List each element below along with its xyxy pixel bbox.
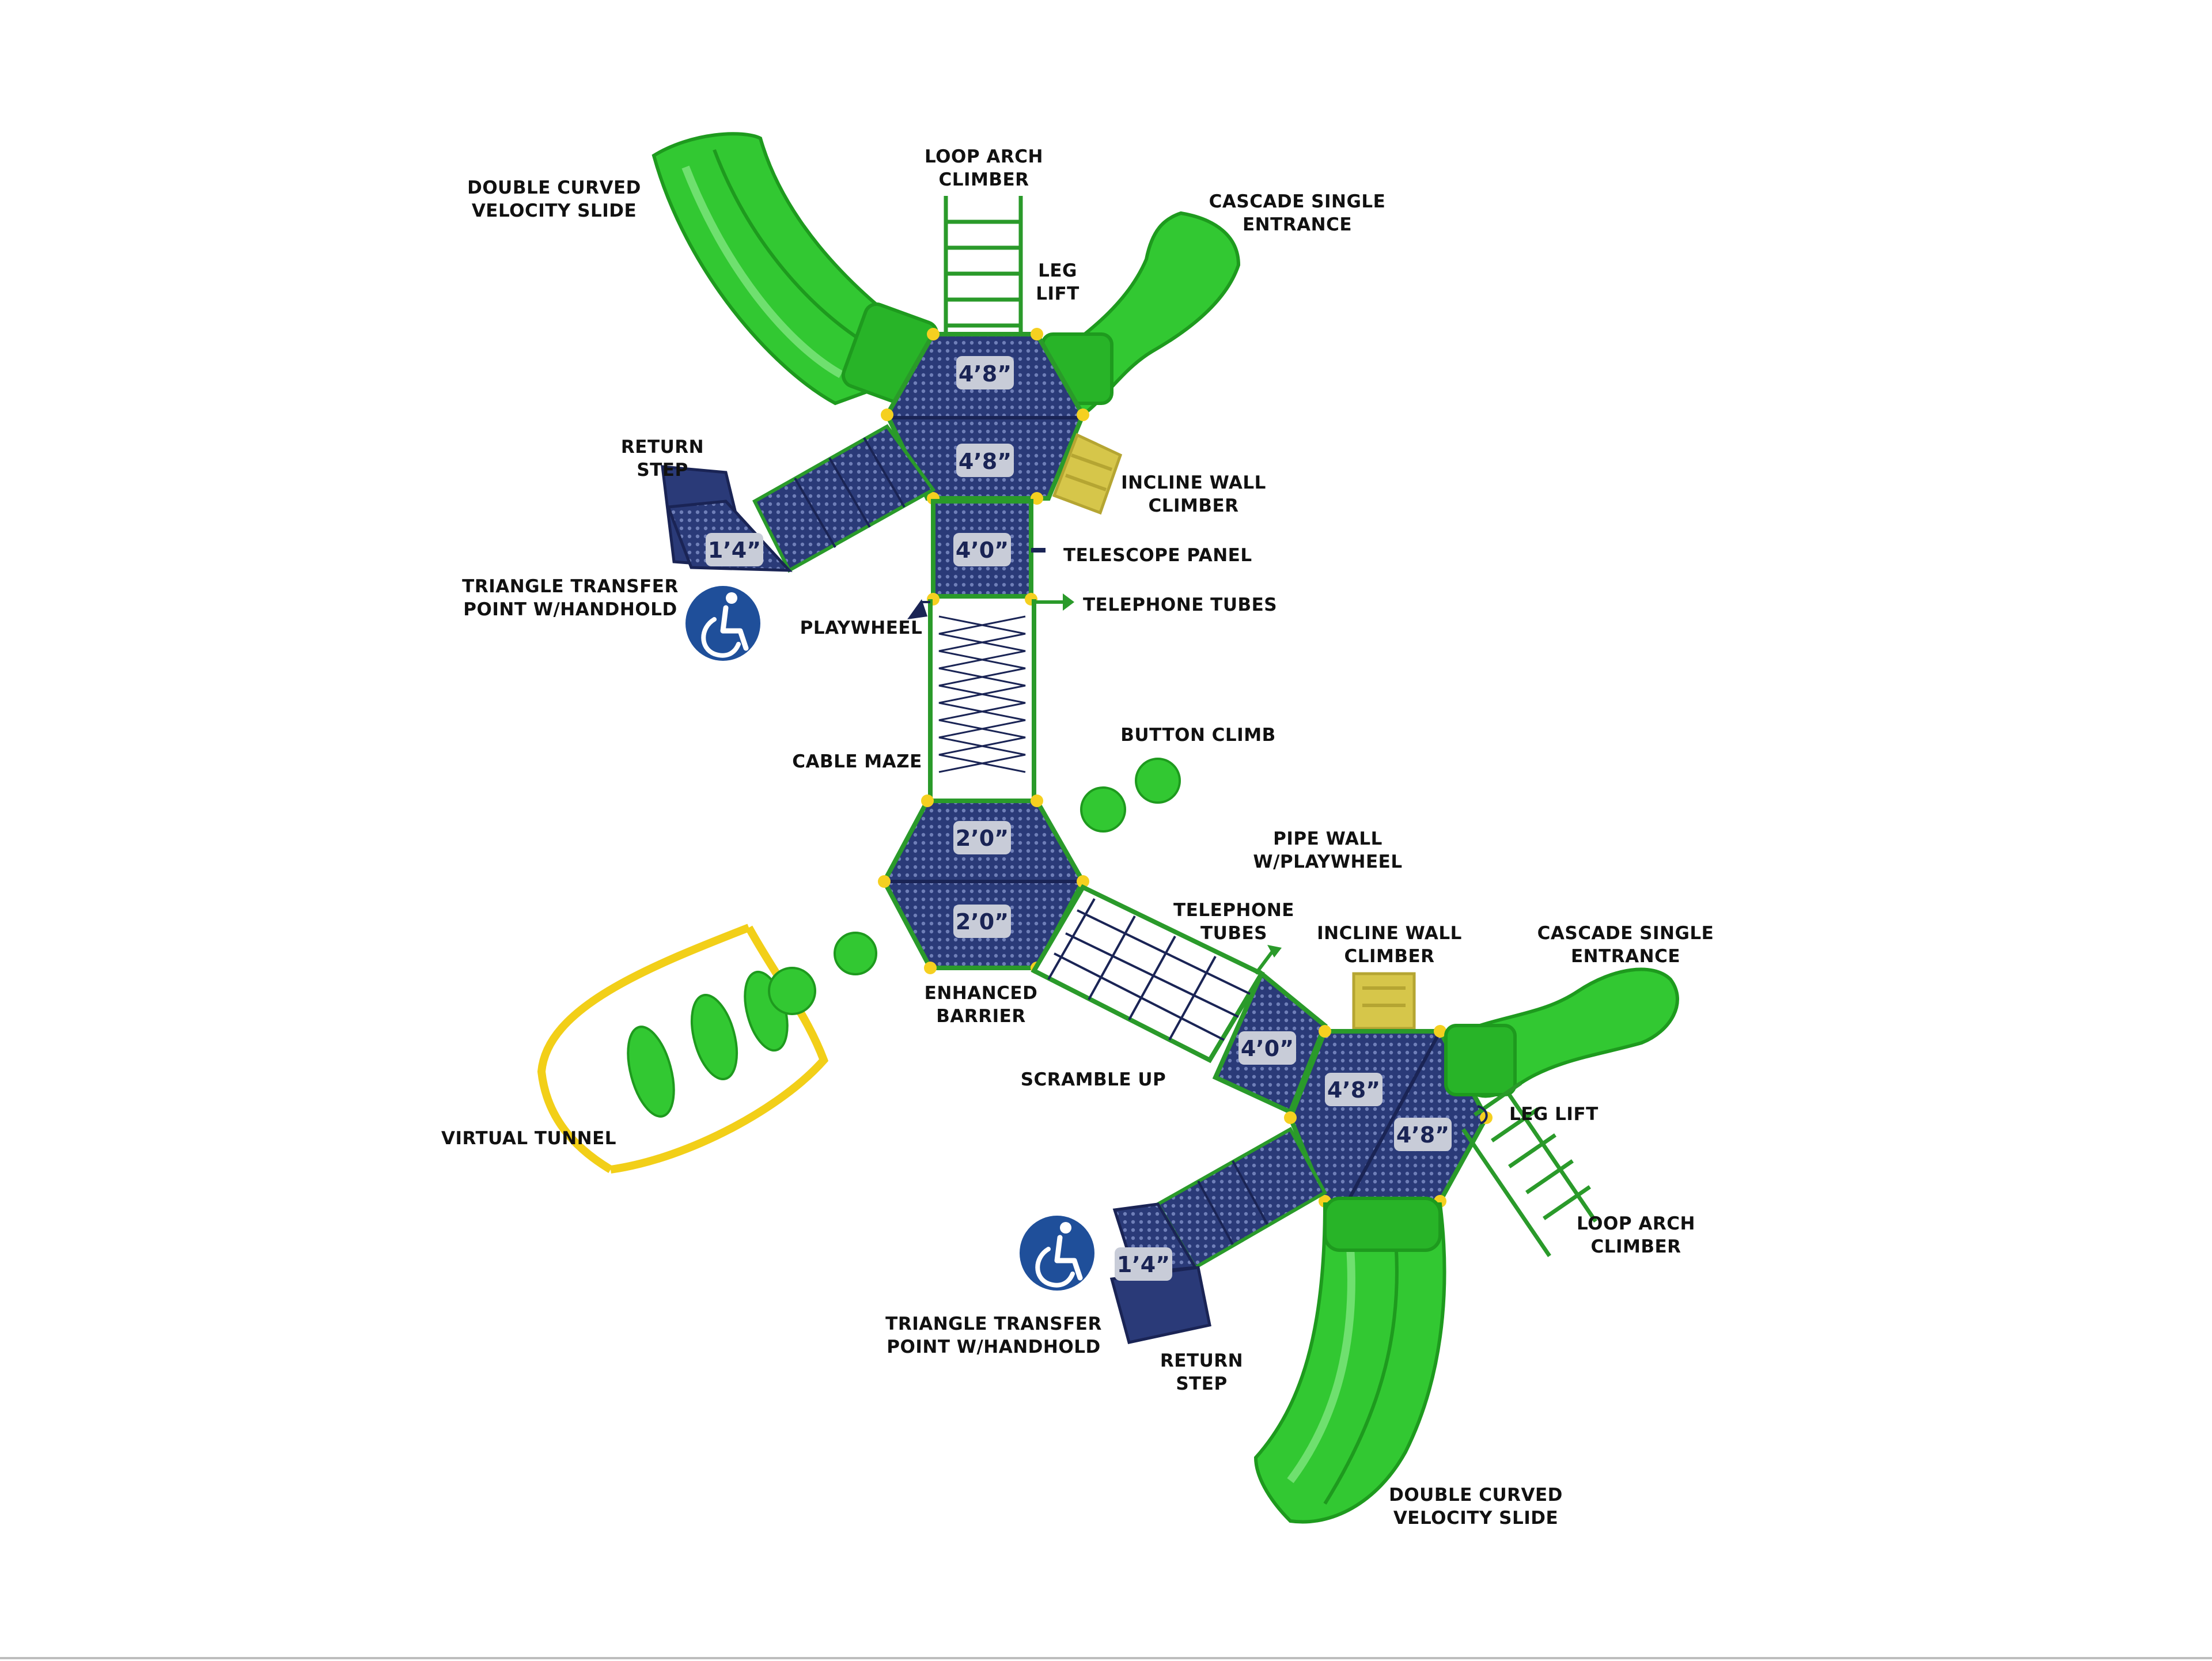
label-playwheel: PLAYWHEEL [800,618,923,638]
deck-height-mid-hex-lower: 2’0” [956,909,1009,934]
deck-height-top-hex-upper: 4’8” [959,361,1012,387]
scramble-up-net [1031,884,1265,1064]
label-telescope-panel: TELESCOPE PANEL [1063,545,1252,566]
playwheel-top [907,599,930,619]
double-curved-slide-top [652,132,939,407]
accessibility-wheelchair-icon [1020,1216,1094,1291]
label-leg-lift-bottom: LEG LIFT [1509,1104,1599,1125]
bottom-transfer-ramp: 1’4” [1109,1126,1328,1344]
incline-wall-climber-top [1052,433,1123,515]
top-transfer-ramp: 1’4” [661,424,936,573]
label-button-climb: BUTTON CLIMB [1120,725,1276,746]
telephone-tubes-mid [1254,945,1282,975]
bottom-square-deck: 4’0” [1212,970,1328,1115]
label-scramble-up: SCRAMBLE UP [1020,1069,1166,1090]
deck-height-bottom-hex-right: 4’8” [1396,1122,1449,1148]
telephone-tubes-top [1034,593,1074,611]
cable-maze [928,599,1036,798]
loop-arch-climber-top [944,196,1023,334]
button-climb [1080,758,1181,833]
deck-height-top-square: 4’0” [956,538,1009,563]
top-hex-deck: 4’8” 4’8” [881,328,1089,505]
bottom-hex-deck: 4’8” 4’8” [1284,1025,1493,1208]
deck-height-transfer-top: 1’4” [708,538,761,563]
accessibility-wheelchair-icon [685,586,760,661]
deck-height-transfer-bottom: 1’4” [1117,1252,1170,1277]
deck-height-bottom-square: 4’0” [1241,1036,1294,1061]
bottom-border [0,1657,2212,1659]
cascade-slide-bottom [1444,967,1679,1098]
incline-wall-climber-bottom [1352,972,1416,1030]
label-telephone-tubes-top: TELEPHONE TUBES [1083,595,1278,615]
label-cable-maze: CABLE MAZE [792,751,922,772]
deck-height-top-hex-lower: 4’8” [959,449,1012,474]
top-square-deck: 4’0” [927,499,1046,606]
label-virtual-tunnel: VIRTUAL TUNNEL [441,1128,617,1149]
loop-arch-climber-bottom [1461,1081,1597,1257]
deck-height-bottom-hex-left: 4’8” [1327,1077,1380,1103]
double-curved-slide-bottom [1253,1197,1446,1524]
leg-lift-bottom [1477,1105,1488,1125]
deck-height-mid-hex-upper: 2’0” [956,826,1009,851]
virtual-tunnel [537,924,877,1174]
cascade-slide-top [1041,211,1241,418]
